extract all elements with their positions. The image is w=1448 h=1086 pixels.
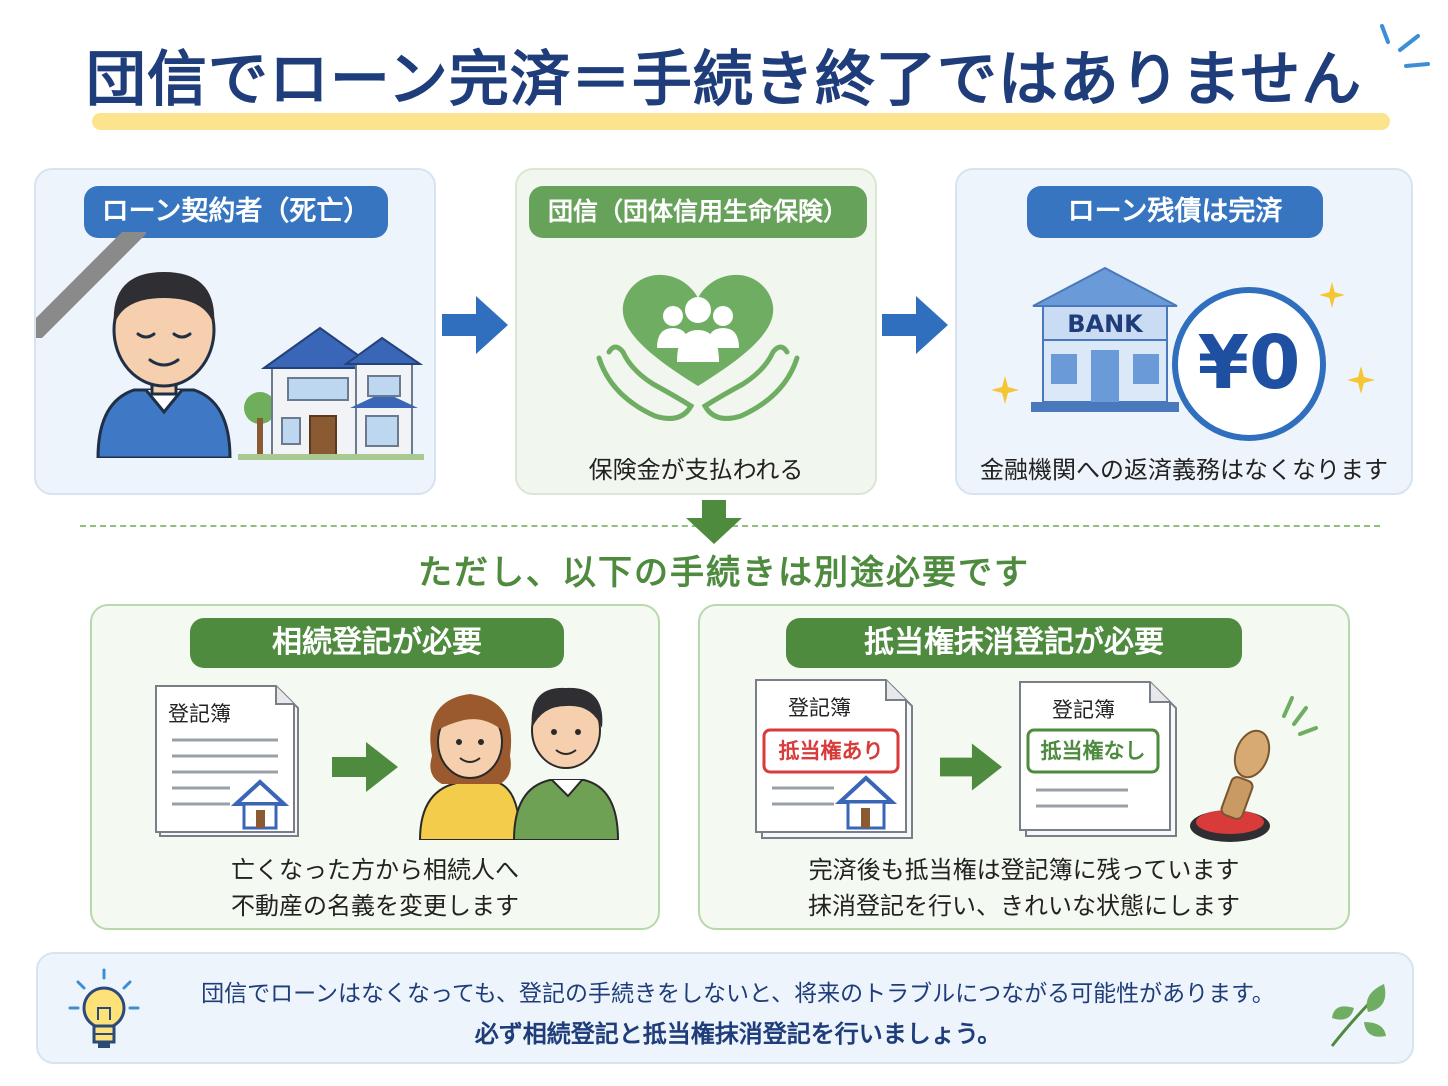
mourning-ribbon-icon [36, 232, 146, 338]
procedure-desc-mortgage-line1: 完済後も抵当権は登記簿に残っています [808, 856, 1240, 884]
step-caption-loan-cleared: 金融機関への返済義務はなくなります [980, 456, 1388, 484]
house-icon [238, 326, 424, 460]
registry-after-document-icon: 登記簿 抵当権なし [1018, 680, 1180, 840]
mortgage-cleared-stamp: 抵当権なし [1040, 739, 1146, 763]
procedure-panel-mortgage-cancellation: 抵当権抹消登記が必要 登記簿 抵当権あり 登記簿 抵当権なし [698, 604, 1350, 930]
page-title: 団信でローン完済＝手続き終了ではありません [85, 45, 1363, 115]
lightbulb-icon [68, 968, 140, 1048]
registry-document-icon: 登記簿 [154, 684, 302, 840]
step-label-insurance: 団信（団体信用生命保険） [529, 186, 867, 238]
title-underline [92, 113, 1390, 130]
step-label-loan-cleared: ローン残債は完済 [1027, 186, 1323, 238]
procedure-label-inheritance: 相続登記が必要 [190, 618, 564, 668]
man-icon [96, 272, 232, 458]
document-title: 登記簿 [168, 702, 231, 726]
footer-warning-text: 団信でローンはなくなっても、登記の手続きをしないと、将来のトラブルにつながる可能… [201, 981, 1275, 1007]
arrow-right-icon [442, 296, 508, 354]
arrow-right-icon [940, 743, 1002, 791]
sparkle-icon [1319, 282, 1345, 308]
yen-coin-icon [1172, 287, 1326, 441]
procedures-heading: ただし、以下の手続きは別途必要です [418, 553, 1030, 593]
bank-label: BANK [1067, 310, 1144, 338]
procedure-desc-mortgage-line2: 抹消登記を行い、きれいな状態にします [808, 892, 1240, 920]
step-panel-borrower: ローン契約者（死亡） [34, 168, 436, 495]
arrow-down-icon [686, 500, 742, 544]
step-panel-insurance: 団信（団体信用生命保険） 保険金が支払われる [515, 168, 877, 495]
footer-action-text: 必ず相続登記と抵当権抹消登記を行いましょう。 [474, 1020, 1002, 1048]
document-title: 登記簿 [1052, 698, 1115, 722]
bank-icon: BANK [1031, 266, 1179, 412]
step-caption-insurance: 保険金が支払われる [588, 456, 804, 484]
step-label-borrower: ローン契約者（死亡） [84, 186, 388, 238]
arrow-right-icon [882, 296, 948, 354]
zero-balance-amount: ¥0 [1197, 320, 1301, 406]
heirs-family-icon [418, 687, 620, 840]
footer-note-box: 団信でローンはなくなっても、登記の手続きをしないと、将来のトラブルにつながる可能… [36, 952, 1414, 1064]
step-panel-loan-cleared: ローン残債は完済 BANK ¥0 金融機関への返済義務はなくなります [955, 168, 1413, 495]
heart-hands-icon [596, 274, 800, 421]
procedure-desc-inheritance-line1: 亡くなった方から相続人へ [231, 856, 519, 884]
arrow-right-icon [332, 742, 398, 792]
sparkle-icon [1347, 366, 1375, 394]
sparkle-lines-icon [1380, 24, 1430, 68]
document-title: 登記簿 [788, 696, 851, 720]
leaf-icon [1330, 984, 1386, 1047]
stamp-icon [1190, 696, 1318, 842]
procedure-panel-inheritance: 相続登記が必要 登記簿 亡くなった方 [90, 604, 660, 930]
procedure-desc-inheritance-line2: 不動産の名義を変更します [231, 892, 519, 920]
procedure-label-mortgage-cancellation: 抵当権抹消登記が必要 [786, 618, 1242, 668]
sparkle-icon [991, 376, 1019, 404]
registry-before-document-icon: 登記簿 抵当権あり [754, 678, 916, 842]
mortgage-exists-stamp: 抵当権あり [778, 739, 884, 763]
